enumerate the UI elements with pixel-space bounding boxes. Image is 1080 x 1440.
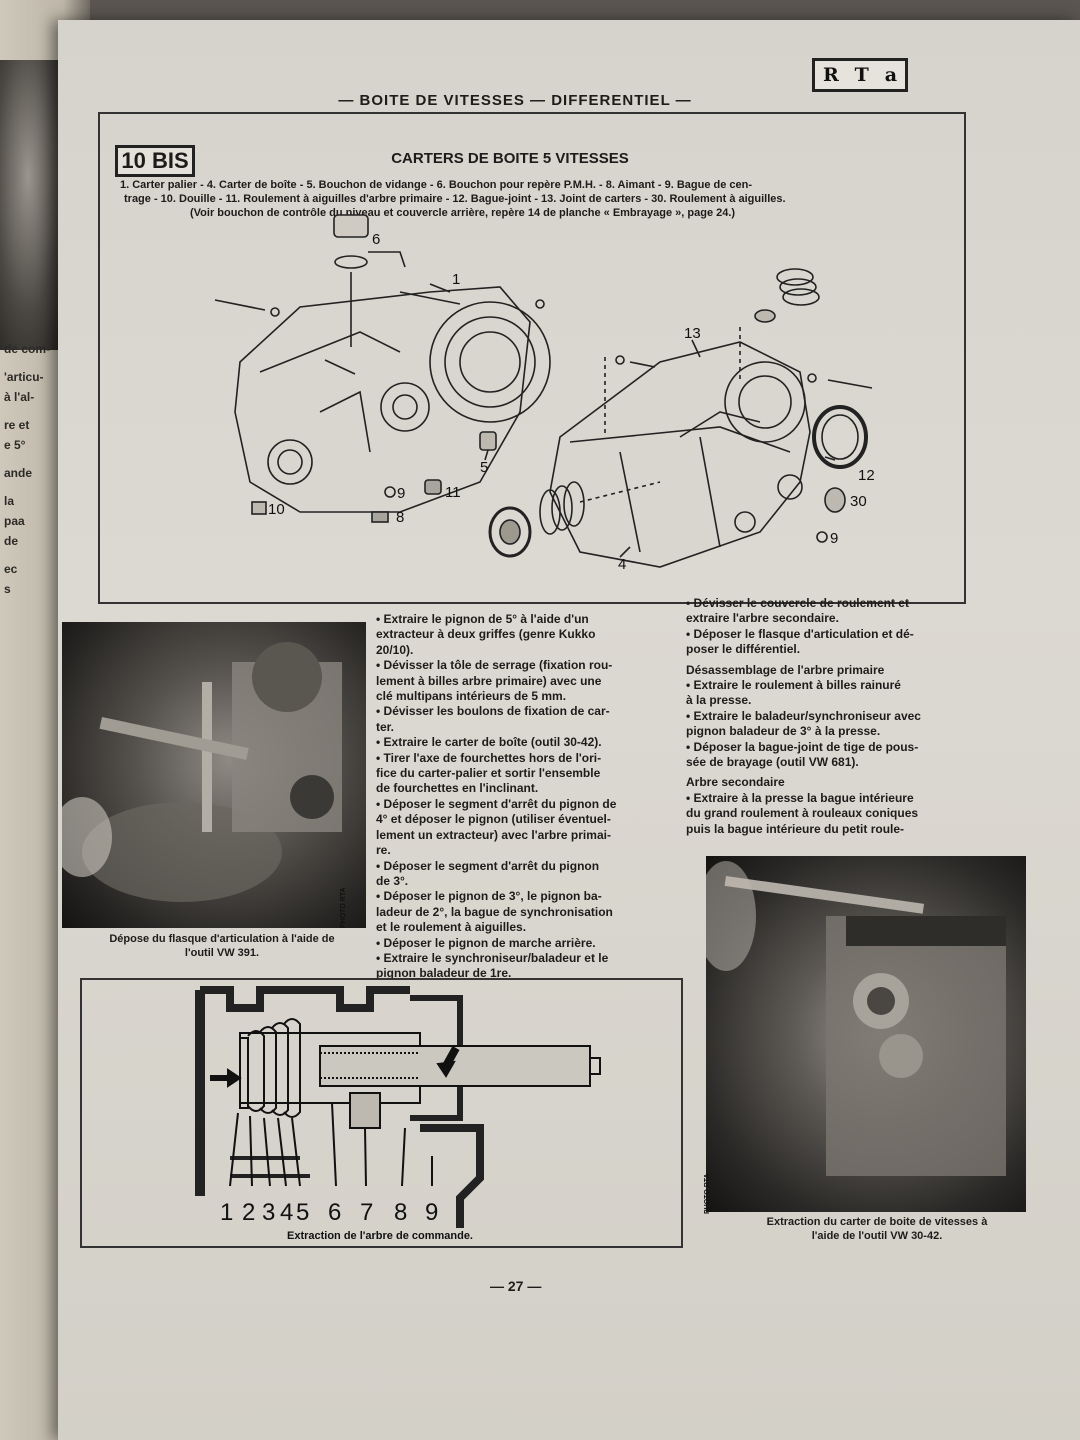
callout-30: 30 <box>850 493 867 510</box>
callout-5: 5 <box>480 459 488 476</box>
callout-13: 13 <box>684 325 701 342</box>
section-callout-4: 4 <box>280 1199 293 1226</box>
adjacent-page-text: de com- 'articu- à l'al- re et e 5° ande… <box>4 342 51 596</box>
section-callout-5: 5 <box>296 1199 309 1226</box>
callout-9-right: 9 <box>830 530 838 547</box>
exploded-gearbox-diagram: 6 1 13 5 9 11 8 10 12 30 9 4 <box>214 214 875 573</box>
heading-secondary-shaft: Arbre secondaire <box>686 775 785 790</box>
page-number: — 27 — <box>490 1278 542 1294</box>
caption-right-photo: Extraction du carter de boite de vitesse… <box>766 1216 988 1242</box>
callout-labels: 6 1 13 5 9 11 8 10 12 30 9 4 <box>268 231 875 573</box>
figure-legend: 1. Carter palier - 4. Carter de boîte - … <box>120 179 786 219</box>
callout-8: 8 <box>396 509 404 526</box>
section-callout-9: 9 <box>425 1199 438 1226</box>
callout-4: 4 <box>618 556 626 573</box>
section-callout-7: 7 <box>360 1199 373 1226</box>
callout-9-left: 9 <box>397 485 405 502</box>
figure-badge: 10 BIS <box>115 145 195 177</box>
photo-credit-left: PHOTO RTA <box>340 887 347 928</box>
figure-title: CARTERS DE BOITE 5 VITESSES <box>391 150 629 167</box>
section-callout-3: 3 <box>262 1199 275 1226</box>
procedure-column-middle: • Extraire le pignon de 5° à l'aide d'un… <box>376 612 617 981</box>
caption-left-photo: Dépose du flasque d'articulation à l'aid… <box>109 933 335 959</box>
running-title: — BOITE DE VITESSES — DIFFERENTIEL — <box>338 92 692 109</box>
photo-flange-removal-shapes <box>62 642 342 902</box>
callout-6: 6 <box>372 231 380 248</box>
caption-section-figure: Extraction de l'arbre de commande. <box>287 1230 473 1242</box>
photo-case-extraction <box>706 856 1026 1212</box>
photo-credit-right: PHOTO RTA <box>704 1173 711 1214</box>
callout-1: 1 <box>452 271 460 288</box>
photo-case-extraction-shapes <box>706 861 1006 1176</box>
section-callout-6: 6 <box>328 1199 341 1226</box>
section-callout-1: 1 <box>220 1199 233 1226</box>
section-callout-8: 8 <box>394 1199 407 1226</box>
section-callout-2: 2 <box>242 1199 255 1226</box>
photo-flange-removal <box>62 622 366 928</box>
figure-10bis-frame <box>98 112 966 604</box>
callout-12: 12 <box>858 467 875 484</box>
callout-11: 11 <box>445 484 461 501</box>
callout-10: 10 <box>268 501 285 518</box>
control-shaft-section-diagram: 1 2 3 4 5 6 7 8 9 Extraction de l'arbre … <box>195 986 601 1242</box>
section-figure-frame <box>80 978 683 1248</box>
heading-primary-shaft: Désassemblage de l'arbre primaire <box>686 662 885 677</box>
section-callouts: 1 2 3 4 5 6 7 8 9 <box>220 1199 438 1226</box>
